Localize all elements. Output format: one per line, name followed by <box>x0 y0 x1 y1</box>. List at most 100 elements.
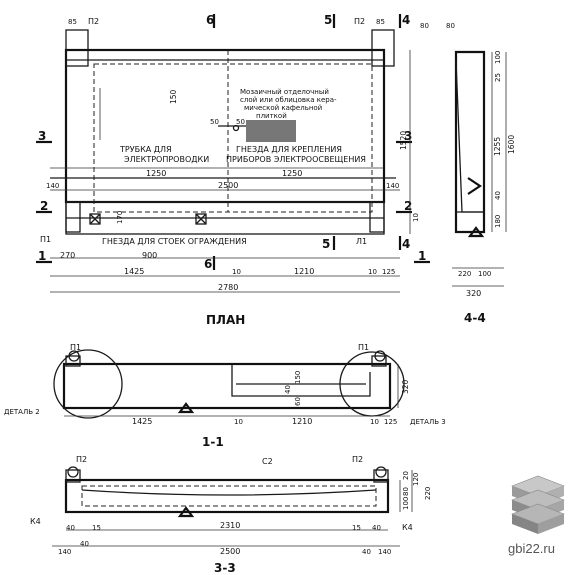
s44-dim-1255: 1255 <box>493 137 502 156</box>
svg-text:ГНЕЗДА ДЛЯ КРЕПЛЕНИЯ: ГНЕЗДА ДЛЯ КРЕПЛЕНИЯ <box>236 145 342 154</box>
s33-dim-20: 20 <box>402 471 410 480</box>
svg-text:2: 2 <box>404 199 412 213</box>
plan-title: ПЛАН <box>206 313 245 327</box>
note-mosaic: Мозаичный отделочный слой или облицовка … <box>240 88 337 120</box>
dim-2500: 2500 <box>218 181 238 190</box>
s33-dim-40a: 40 <box>66 524 75 532</box>
s11-dim-320: 320 <box>401 379 410 394</box>
svg-text:2: 2 <box>40 199 48 213</box>
s44-dim-100b: 100 <box>478 270 491 278</box>
svg-text:1: 1 <box>38 249 46 263</box>
plan-view: 6 5 4 3 3 2 2 1 <box>36 13 430 327</box>
s44-dim-180: 180 <box>494 215 502 228</box>
s11-dim-125: 125 <box>384 418 397 426</box>
section-mark-2-left: 2 <box>36 199 52 214</box>
svg-text:мической кафельной: мической кафельной <box>244 104 322 112</box>
s33-dim-40b: 40 <box>372 524 381 532</box>
s33-dim-120: 120 <box>412 473 420 486</box>
dim-125: 125 <box>382 268 395 276</box>
dim-1210: 1210 <box>294 267 314 276</box>
svg-text:ТРУБКА ДЛЯ: ТРУБКА ДЛЯ <box>119 145 172 154</box>
s33-dim-40c: 40 <box>80 540 89 548</box>
svg-text:5: 5 <box>322 237 330 251</box>
section-4-4: 80 100 25 1255 1600 40 180 220 100 320 4… <box>446 22 516 325</box>
s33-dim-100: 100 <box>402 497 410 510</box>
dim-10-vert: 10 <box>412 213 420 222</box>
s11-dim-60: 60 <box>294 397 302 406</box>
s44-dim-25: 25 <box>494 73 502 82</box>
section-mark-1-right: 1 <box>414 249 430 264</box>
watermark-text: gbi22.ru <box>508 541 555 556</box>
svg-text:4: 4 <box>402 13 410 27</box>
section-mark-2-right: 2 <box>396 199 412 214</box>
s33-dim-15b: 15 <box>352 524 361 532</box>
s33-label-k4-right: К4 <box>402 523 413 532</box>
svg-text:ПРИБОРОВ ЭЛЕКТРООСВЕЩЕНИЯ: ПРИБОРОВ ЭЛЕКТРООСВЕЩЕНИЯ <box>226 155 366 164</box>
s44-dim-80: 80 <box>446 22 455 30</box>
dim-10-b: 10 <box>232 268 241 276</box>
dim-1250-right: 1250 <box>282 169 302 178</box>
s33-label-p2-left: П2 <box>76 455 87 464</box>
s33-dim-40d: 40 <box>362 548 371 556</box>
s11-title: 1-1 <box>202 435 224 449</box>
section-mark-4b: 4 <box>398 236 410 251</box>
dim-1520: 1520 <box>399 131 408 150</box>
s33-dim-220: 220 <box>424 487 432 500</box>
s33-dim-2310: 2310 <box>220 521 240 530</box>
section-mark-1-left: 1 <box>36 249 52 264</box>
s11-dim-150: 150 <box>294 371 302 384</box>
section-mark-5b: 5 <box>322 236 336 251</box>
svg-text:6: 6 <box>204 257 212 271</box>
dim-50b: 50 <box>236 118 245 126</box>
s44-dim-220: 220 <box>458 270 471 278</box>
dim-10-c: 10 <box>368 268 377 276</box>
dim-900: 900 <box>142 251 157 260</box>
svg-text:1: 1 <box>418 249 426 263</box>
section-mark-5a: 5 <box>324 13 336 28</box>
s33-label-p2-right: П2 <box>352 455 363 464</box>
dim-1425: 1425 <box>124 267 144 276</box>
dim-2780: 2780 <box>218 283 238 292</box>
s33-dim-2500: 2500 <box>220 547 240 556</box>
svg-text:5: 5 <box>324 13 332 27</box>
svg-text:слой или облицовка кера-: слой или облицовка кера- <box>240 96 337 104</box>
s11-label-p1-left: П1 <box>70 343 81 352</box>
dim-85-left: 85 <box>68 18 77 26</box>
label-p1: П1 <box>40 235 51 244</box>
dim-50a: 50 <box>210 118 219 126</box>
note-tube: ТРУБКА ДЛЯ ЭЛЕКТРОПРОВОДКИ <box>119 145 209 164</box>
note-nests-rail: ГНЕЗДА ДЛЯ СТОЕК ОГРАЖДЕНИЯ <box>102 237 247 246</box>
dim-140-left: 140 <box>46 182 59 190</box>
s11-dim-1425: 1425 <box>132 417 152 426</box>
s33-dim-15a: 15 <box>92 524 101 532</box>
s33-label-k4-left: К4 <box>30 517 41 526</box>
label-p2-left: П2 <box>88 17 99 26</box>
s11-detail3: ДЕТАЛЬ 3 <box>410 418 446 426</box>
svg-text:6: 6 <box>206 13 214 27</box>
section-mark-4a: 4 <box>398 13 410 28</box>
dim-85-right: 85 <box>376 18 385 26</box>
watermark-logo <box>511 475 565 534</box>
section-mark-6a: 6 <box>206 13 216 28</box>
s11-dim-10a: 10 <box>234 418 243 426</box>
s44-dim-1600: 1600 <box>507 135 516 154</box>
s33-dim-80: 80 <box>402 487 410 496</box>
svg-text:3: 3 <box>38 129 46 143</box>
s33-title: 3-3 <box>214 561 236 575</box>
svg-text:3: 3 <box>404 129 412 143</box>
s44-dim-320: 320 <box>466 289 481 298</box>
dim-150: 150 <box>169 89 178 104</box>
svg-text:Мозаичный отделочный: Мозаичный отделочный <box>240 88 329 96</box>
s11-dim-10b: 10 <box>370 418 379 426</box>
s11-label-p1-right: П1 <box>358 343 369 352</box>
dim-80: 80 <box>420 22 429 30</box>
s11-detail2: ДЕТАЛЬ 2 <box>4 408 40 416</box>
dim-270: 270 <box>60 251 75 260</box>
dim-170: 170 <box>116 211 124 224</box>
s11-dim-1210: 1210 <box>292 417 312 426</box>
s33-dim-140b: 140 <box>378 548 391 556</box>
dim-140-right: 140 <box>386 182 399 190</box>
label-l1: Л1 <box>356 237 367 246</box>
section-mark-3-right: 3 <box>396 129 412 144</box>
